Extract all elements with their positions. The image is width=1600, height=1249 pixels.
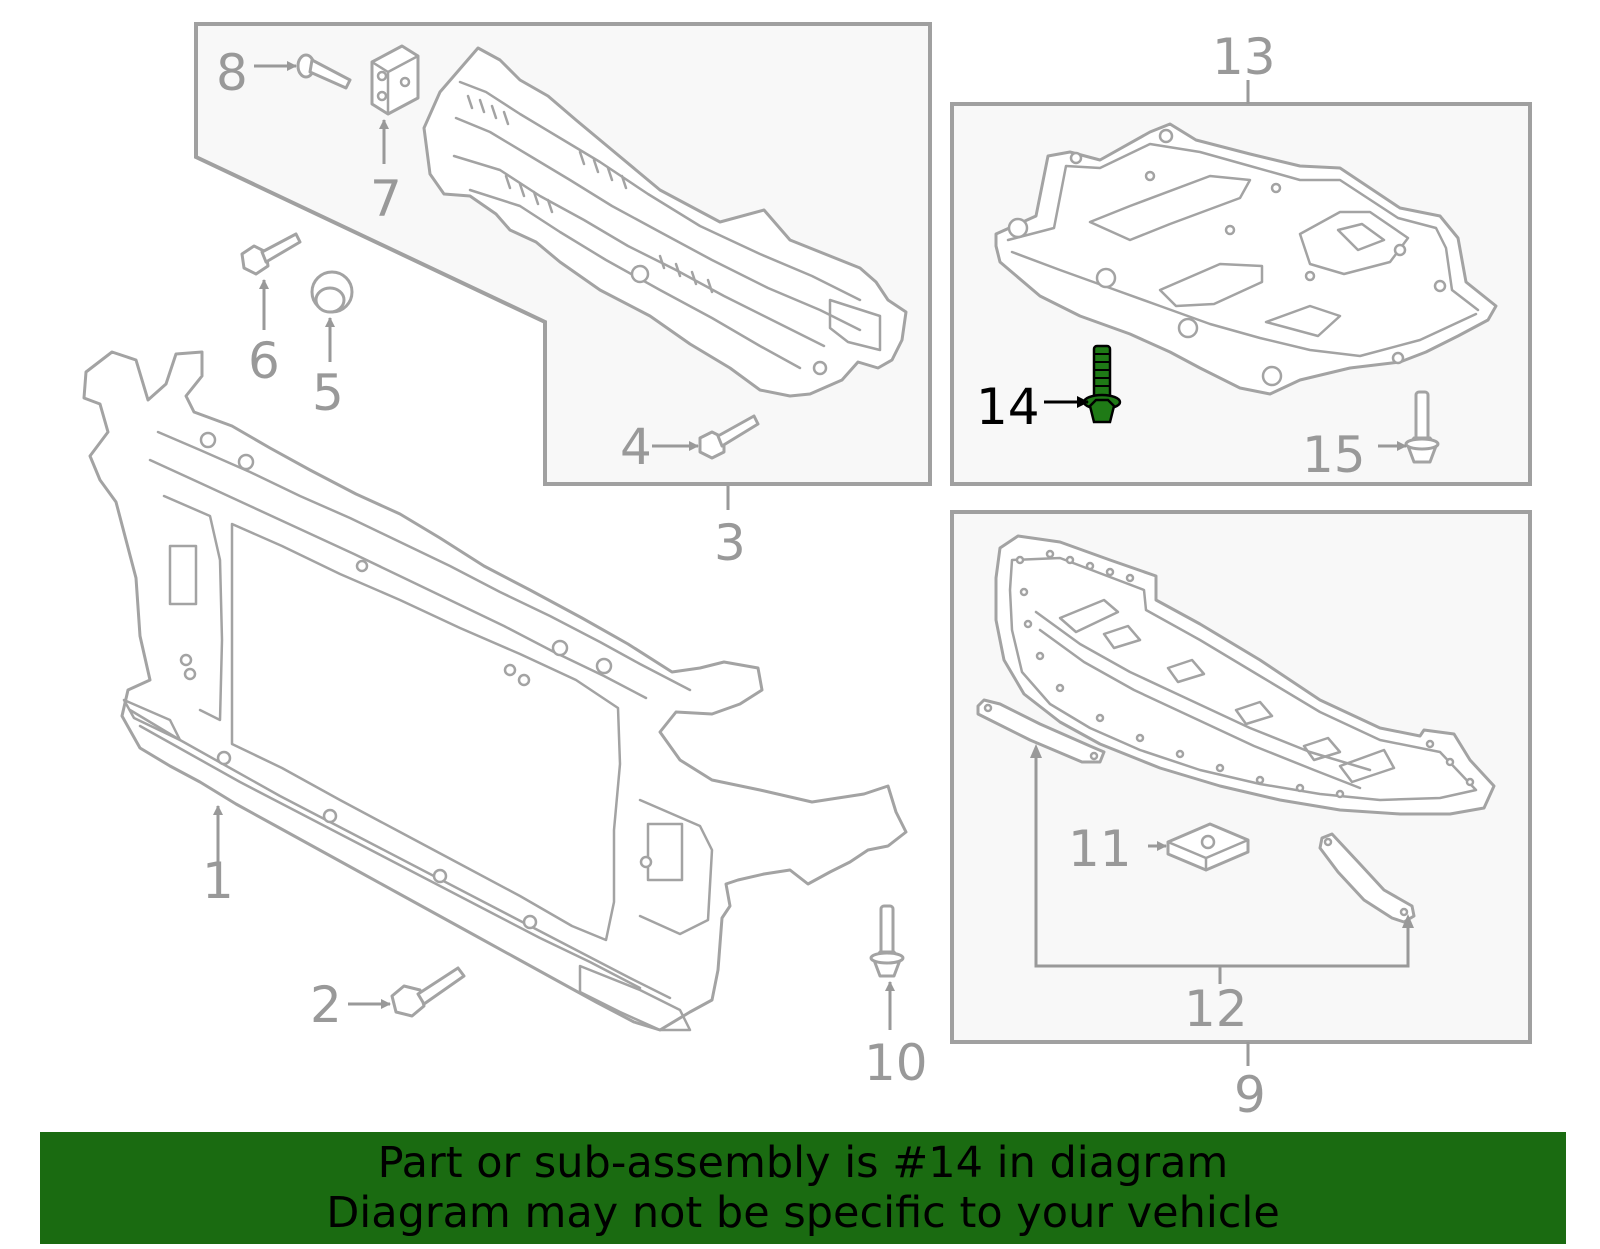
radiator-support-part-1 <box>82 350 908 1032</box>
callout-2: 2 <box>310 976 342 1034</box>
callout-labels: 1 2 3 4 5 6 7 8 9 10 11 12 13 14 15 <box>202 28 1366 1124</box>
pin-part-8 <box>296 53 352 90</box>
callout-15: 15 <box>1302 426 1366 484</box>
under-cover-part-13 <box>994 122 1498 396</box>
upper-bracket-part-3 <box>422 46 908 398</box>
clip-part-5 <box>310 270 354 314</box>
lower-cover-part-9 <box>994 534 1496 816</box>
bolt-part-14-highlighted <box>1082 344 1122 424</box>
banner-line-disclaimer: Diagram may not be specific to your vehi… <box>326 1188 1280 1238</box>
bracket-strap-left-part-12 <box>976 698 1106 764</box>
callout-11: 11 <box>1068 820 1132 878</box>
leader-lines <box>213 61 1414 1030</box>
bolt-part-10 <box>869 904 905 978</box>
info-banner: Part or sub-assembly is #14 in diagram D… <box>40 1132 1566 1244</box>
callout-12: 12 <box>1184 980 1248 1038</box>
banner-line-part-number: Part or sub-assembly is #14 in diagram <box>377 1138 1229 1188</box>
callout-8: 8 <box>216 44 248 102</box>
callout-9: 9 <box>1234 1066 1266 1124</box>
bracket-clip-part-7 <box>370 44 420 116</box>
bolt-part-6 <box>240 232 302 276</box>
bolt-part-4 <box>698 414 760 460</box>
callout-4: 4 <box>620 418 652 476</box>
callout-14: 14 <box>976 378 1040 436</box>
bolt-part-15 <box>1404 390 1440 464</box>
callout-5: 5 <box>312 364 344 422</box>
callout-10: 10 <box>864 1034 928 1092</box>
callout-7: 7 <box>370 170 402 228</box>
clip-nut-part-11 <box>1166 822 1250 872</box>
callout-3: 3 <box>714 514 746 572</box>
callout-1: 1 <box>202 852 234 910</box>
bolt-part-2 <box>390 966 466 1018</box>
callout-6: 6 <box>248 332 280 390</box>
callout-13: 13 <box>1212 28 1276 86</box>
